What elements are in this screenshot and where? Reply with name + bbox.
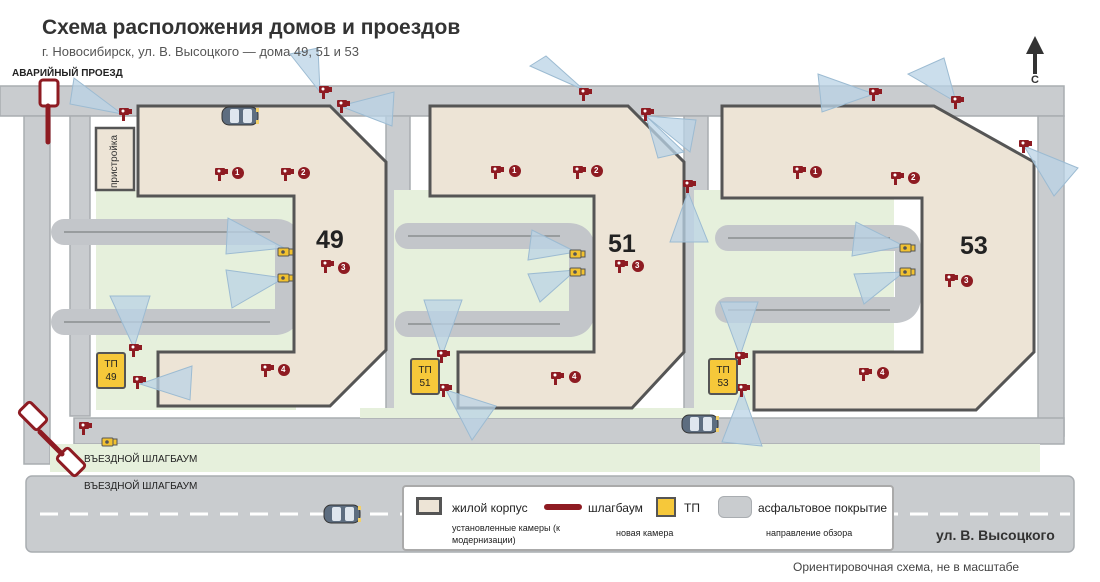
tp-49-number: 49 — [105, 372, 117, 383]
scale-note: Ориентировочная схема, не в масштабе — [793, 560, 1020, 574]
checkpoint-annex — [94, 126, 136, 192]
page-subtitle: г. Новосибирск, ул. В. Высоцкого — дома … — [42, 44, 360, 59]
page-title: Схема расположения домов и проездов — [42, 16, 461, 39]
north-arrow-icon — [1026, 36, 1044, 74]
street-label: ул. В. Высоцкого — [936, 527, 1055, 543]
barriers — [17, 78, 87, 478]
tp-53: ТП 53 — [708, 358, 738, 395]
barrier-exit-1 — [17, 400, 49, 432]
north-label: С — [1031, 74, 1039, 86]
legend-asphalt-label: асфальтовое покрытие — [758, 501, 888, 515]
tp-53-number: 53 — [717, 378, 729, 389]
legend-building-swatch — [416, 497, 442, 515]
building-number-51: 51 — [608, 230, 636, 258]
view-cones — [69, 47, 1079, 527]
legend-existing-cameras-label: установленные камеры (к модернизации) — [452, 523, 560, 545]
legend-building-label: жилой корпус — [452, 501, 528, 515]
building-49 — [136, 104, 388, 408]
legend-barrier-label: шлагбаум — [588, 501, 643, 515]
tp-51-number: 51 — [419, 378, 431, 389]
tp-49: ТП 49 — [96, 352, 126, 389]
exit-barrier-label-1: ВЪЕЗДНОЙ ШЛАГБАУМ — [84, 454, 198, 465]
legend-new-camera-label: новая камера — [616, 528, 674, 538]
tp-51: ТП 51 — [410, 358, 440, 395]
building-number-53: 53 — [960, 232, 988, 260]
checkpoint-label: пристройка — [109, 134, 120, 188]
building-53 — [720, 104, 1036, 412]
legend-tp-swatch — [656, 497, 676, 517]
legend-barrier-swatch — [544, 504, 582, 510]
legend-asphalt-swatch — [718, 496, 752, 518]
tp-49-label: ТП — [104, 359, 118, 370]
barrier-emergency — [38, 78, 60, 108]
tp-53-label: ТП — [716, 365, 730, 376]
legend-tp-label: ТП — [684, 501, 700, 515]
camera-badges — [232, 165, 973, 383]
exit-barrier-label-2: ВЪЕЗДНОЙ ШЛАГБАУМ — [84, 481, 198, 492]
emergency-passage-label: АВАРИЙНЫЙ ПРОЕЗД — [12, 68, 123, 79]
legend: жилой корпус шлагбаум ТП асфальтовое пок… — [402, 485, 894, 551]
legend-view-direction-label: направление обзора — [766, 528, 853, 538]
tp-51-label: ТП — [418, 365, 432, 376]
building-number-49: 49 — [316, 226, 344, 254]
